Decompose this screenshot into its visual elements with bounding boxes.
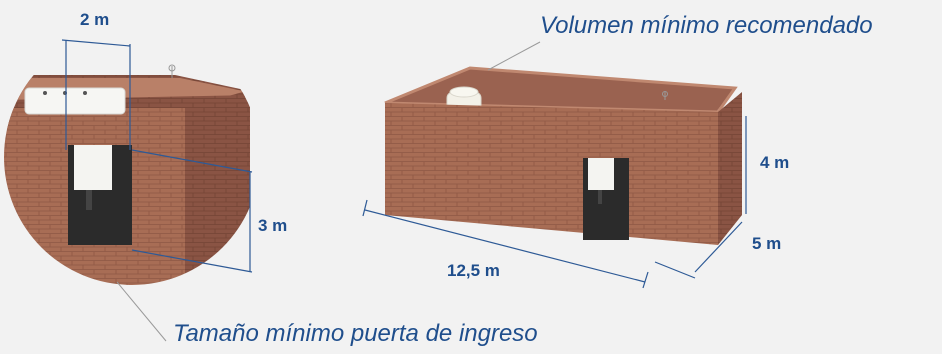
room-height-label: 4 m [760,153,790,172]
ceiling-light-icon [662,91,668,100]
door-width-dimension [61,39,131,150]
room-depth-dimension [654,221,743,279]
tank-unit [24,87,126,115]
room-length-label: 12,5 m [447,261,500,280]
ceiling-light-icon [168,64,176,78]
door-zoom-detail [4,29,260,285]
room-3d-model [384,66,742,245]
room-length-dimension [362,199,649,289]
volume-caption: Volumen mínimo recomendado [540,12,873,39]
room-depth-label: 5 m [752,234,782,253]
door-height-label: 3 m [258,216,288,235]
volume-leader-line [487,41,541,71]
door-caption: Tamaño mínimo puerta de ingreso [173,320,538,347]
door-height-dimension [131,149,253,273]
door-width-label: 2 m [80,10,110,29]
door-leader-line [116,281,167,342]
